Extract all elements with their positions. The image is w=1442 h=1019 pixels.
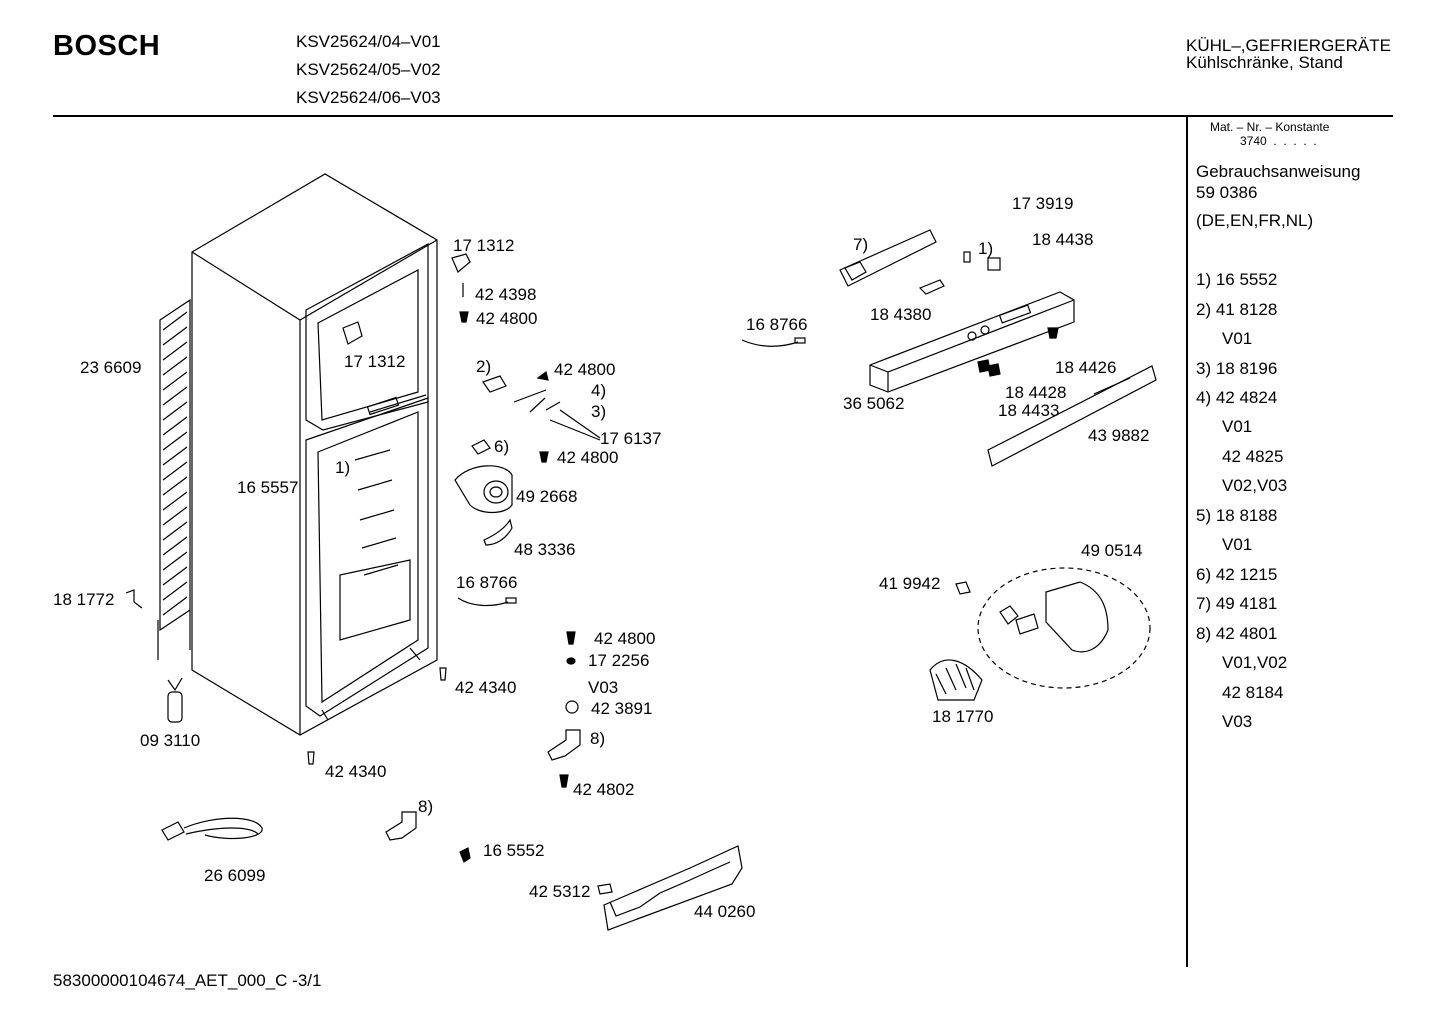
manual-title: Gebrauchsanweisung <box>1196 162 1361 181</box>
part-label: 41 9942 <box>879 574 941 593</box>
sidebar-divider <box>1186 117 1188 967</box>
manual-languages: (DE,EN,FR,NL) <box>1196 211 1314 230</box>
part-label: 7) <box>853 235 869 254</box>
part-label: 49 0514 <box>1081 541 1143 560</box>
note-item: 7) 49 4181 <box>1196 594 1278 613</box>
sensor-wire <box>457 597 509 607</box>
note-item: 42 4825 <box>1222 447 1284 466</box>
note-item: V01 <box>1222 535 1253 554</box>
part-label: 16 5557 <box>237 478 299 497</box>
category-title: KÜHL–,GEFRIERGERÄTE <box>1186 36 1391 55</box>
part-label: 36 5062 <box>843 394 905 413</box>
part-label: 17 2256 <box>588 651 650 670</box>
part-label: 44 0260 <box>694 902 756 921</box>
manual-number: 59 0386 <box>1196 183 1258 202</box>
part-label: 18 1770 <box>932 707 994 726</box>
note-item: V01,V02 <box>1222 653 1288 672</box>
part-label: 09 3110 <box>140 731 201 750</box>
power-cord <box>161 817 263 841</box>
lamp-assembly <box>929 567 1151 701</box>
note-item: V01 <box>1222 329 1253 348</box>
part-label: 3) <box>591 402 607 421</box>
model-number-3: KSV25624/06–V03 <box>296 88 441 107</box>
part-label: 42 4802 <box>573 780 635 799</box>
part-label: 2) <box>476 357 492 376</box>
note-item: 42 8184 <box>1222 683 1284 702</box>
model-number-2: KSV25624/05–V02 <box>296 60 441 79</box>
part-label: 17 1312 <box>453 236 515 255</box>
control-panel <box>741 229 1157 467</box>
part-label: 18 4426 <box>1055 358 1117 377</box>
note-item: V02,V03 <box>1222 476 1288 495</box>
part-label: 18 4428 <box>1005 383 1067 402</box>
part-label: 42 4340 <box>325 762 387 781</box>
note-item: 6) 42 1215 <box>1196 565 1278 584</box>
lamp-holder-parts <box>342 253 471 345</box>
note-item: 5) 18 8188 <box>1196 506 1278 525</box>
part-label: 17 1312 <box>344 352 406 371</box>
refrigerator-cabinet <box>191 173 438 736</box>
relay-part <box>167 677 183 723</box>
exploded-diagram <box>125 173 1157 931</box>
note-item: V03 <box>1222 712 1253 731</box>
part-label: 18 4433 <box>998 401 1060 420</box>
part-label: 42 4800 <box>594 629 656 648</box>
part-label: 4) <box>591 381 607 400</box>
mat-value: 3740 . . . . . <box>1240 134 1317 148</box>
grille-clip <box>597 883 613 895</box>
part-label: 17 3919 <box>1012 194 1074 213</box>
note-item: V01 <box>1222 417 1253 436</box>
hinge-bracket <box>385 811 417 841</box>
part-label: 16 8766 <box>456 573 518 592</box>
part-label: 42 4800 <box>554 360 616 379</box>
document-code: 58300000104674_AET_000_C -3/1 <box>53 971 322 990</box>
part-label: 42 4340 <box>455 678 517 697</box>
part-label: 42 4800 <box>557 448 619 467</box>
mat-header: Mat. – Nr. – Konstante <box>1210 120 1330 134</box>
base-grille <box>603 845 743 931</box>
part-label: 42 4800 <box>476 309 538 328</box>
part-label: 6) <box>494 437 510 456</box>
part-label: 18 4380 <box>870 305 932 324</box>
part-label: 18 1772 <box>53 590 115 609</box>
fan-cover <box>454 465 513 514</box>
part-label: 1) <box>335 458 351 477</box>
part-label: 43 9882 <box>1088 426 1150 445</box>
base-grille-vents <box>609 861 731 917</box>
note-item: 1) 16 5552 <box>1196 270 1278 289</box>
note-item: 3) 18 8196 <box>1196 359 1278 378</box>
note-item: 8) 42 4801 <box>1196 624 1278 643</box>
note-item: 2) 41 8128 <box>1196 300 1278 319</box>
part-label: 49 2668 <box>516 487 578 506</box>
part-label: 48 3336 <box>514 540 576 559</box>
part-label: 16 8766 <box>746 315 808 334</box>
note-item: 4) 42 4824 <box>1196 388 1278 407</box>
brand-logo: BOSCH <box>53 30 161 62</box>
part-label: 42 5312 <box>529 882 591 901</box>
condenser-coil <box>157 298 191 660</box>
clip-part <box>125 589 143 609</box>
part-label: 17 6137 <box>600 429 662 448</box>
sensor-tip <box>505 597 517 604</box>
part-label: 8) <box>590 729 606 748</box>
small-screws <box>307 631 579 863</box>
hinge-bracket <box>547 729 581 761</box>
bracket-part <box>483 518 513 546</box>
header-divider <box>53 115 1393 117</box>
category-subtitle: Kühlschränke, Stand <box>1186 53 1343 72</box>
part-label: 23 6609 <box>80 358 142 377</box>
part-label: V03 <box>588 678 619 697</box>
part-label: 18 4438 <box>1032 230 1094 249</box>
part-label: 8) <box>418 797 434 816</box>
thermostat-parts <box>471 370 601 463</box>
part-label: 16 5552 <box>483 841 545 860</box>
part-label: 26 6099 <box>204 866 266 885</box>
part-label: 42 4398 <box>475 285 537 304</box>
part-label: 42 3891 <box>591 699 653 718</box>
part-label: 1) <box>978 239 994 258</box>
model-number-1: KSV25624/04–V01 <box>296 32 441 51</box>
